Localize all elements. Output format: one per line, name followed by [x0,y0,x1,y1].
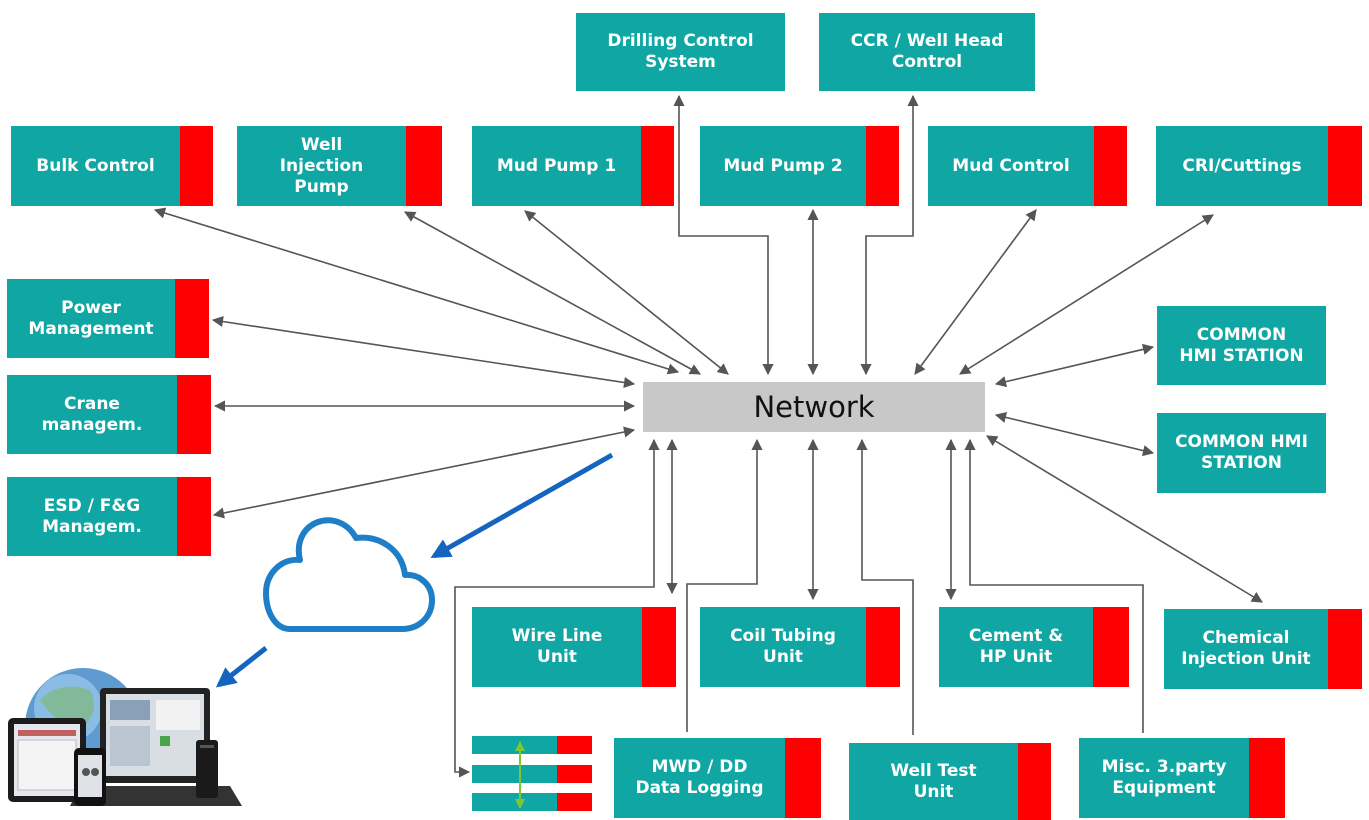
link-well-injection [404,211,701,375]
node-well-injection-pump[interactable]: Well Injection Pump [237,126,442,206]
node-label: CCR / Well Head Control [850,31,1004,72]
devices-icon [8,668,242,806]
status-indicator [177,375,211,454]
node-label: Mud Pump 2 [723,155,843,176]
status-indicator [642,607,676,687]
node-label: COMMON HMI STATION [1179,324,1304,366]
status-indicator [1093,607,1129,687]
status-indicator [1249,738,1285,818]
status-indicator [1328,126,1362,206]
node-label: COMMON HMI STATION [1175,432,1308,473]
node-mud-pump-1[interactable]: Mud Pump 1 [472,126,674,206]
node-mud-control[interactable]: Mud Control [928,126,1127,206]
node-bulk-control[interactable]: Bulk Control [11,126,213,206]
link-common-hmi-2 [994,411,1155,457]
stacked-units-icon[interactable] [472,736,592,812]
node-label: Power Management [28,297,154,339]
node-label: Crane managem. [41,393,143,435]
node-mwd-dd-data-logging[interactable]: MWD / DD Data Logging [614,738,821,818]
cloud-icon [263,517,435,632]
node-ccr-well-head[interactable]: CCR / Well Head Control [819,13,1035,91]
node-chemical-injection-unit[interactable]: Chemical Injection Unit [1164,609,1362,689]
node-label: Misc. 3.party Equipment [1101,757,1227,798]
node-power-management[interactable]: Power Management [7,279,209,358]
link-chemical-injection [986,435,1263,603]
node-label: CRI/Cuttings [1182,155,1302,176]
node-misc-3party-equipment[interactable]: Misc. 3.party Equipment [1079,738,1285,818]
node-label: Well Test Unit [890,760,977,802]
node-label: Bulk Control [36,155,155,176]
node-esd-fg[interactable]: ESD / F&G Managem. [7,477,211,556]
node-label: Coil Tubing Unit [730,626,836,667]
status-indicator [1094,126,1127,206]
link-ccr-well-head [860,94,919,376]
node-label: MWD / DD Data Logging [635,757,764,798]
node-label: Drilling Control System [607,31,754,72]
link-drilling-control [673,94,774,376]
status-indicator [177,477,211,556]
link-power-management [211,315,636,389]
node-common-hmi-station-1[interactable]: COMMON HMI STATION [1157,306,1326,385]
link-mud-control [914,209,1037,375]
node-label: Cement & HP Unit [968,626,1064,667]
link-esd-fg [212,426,636,519]
status-indicator [180,126,213,206]
link-misc-3party [964,438,1144,733]
node-label: Mud Pump 1 [496,155,617,176]
node-label: Well Injection Pump [279,134,364,197]
link-common-hmi-1 [994,343,1155,388]
status-indicator [175,279,209,358]
node-drilling-control[interactable]: Drilling Control System [576,13,785,91]
status-indicator [866,126,899,206]
node-label: Chemical Injection Unit [1181,628,1311,669]
node-coil-tubing-unit[interactable]: Coil Tubing Unit [700,607,900,687]
node-crane-management[interactable]: Crane managem. [7,375,211,454]
node-cement-hp-unit[interactable]: Cement & HP Unit [939,607,1129,687]
network-to-cloud-arrow [430,452,614,559]
node-wire-line-unit[interactable]: Wire Line Unit [472,607,676,687]
node-label: Mud Control [952,155,1070,176]
node-label: ESD / F&G Managem. [42,495,142,537]
node-label: Wire Line Unit [511,626,603,667]
node-mud-pump-2[interactable]: Mud Pump 2 [700,126,899,206]
link-mwd-dd [686,438,763,732]
status-indicator [641,126,674,206]
node-well-test-unit[interactable]: Well Test Unit [849,743,1051,820]
link-well-test [856,438,914,735]
network-hub[interactable]: Network [643,382,985,432]
status-indicator [785,738,821,818]
status-indicator [406,126,442,206]
status-indicator [866,607,900,687]
node-cri-cuttings[interactable]: CRI/Cuttings [1156,126,1362,206]
cloud-to-devices-arrow [215,646,268,688]
status-indicator [1328,609,1362,689]
link-stacked-units [454,438,660,778]
node-common-hmi-station-2[interactable]: COMMON HMI STATION [1157,413,1326,493]
status-indicator [1018,743,1051,820]
link-bulk-control [153,207,680,375]
